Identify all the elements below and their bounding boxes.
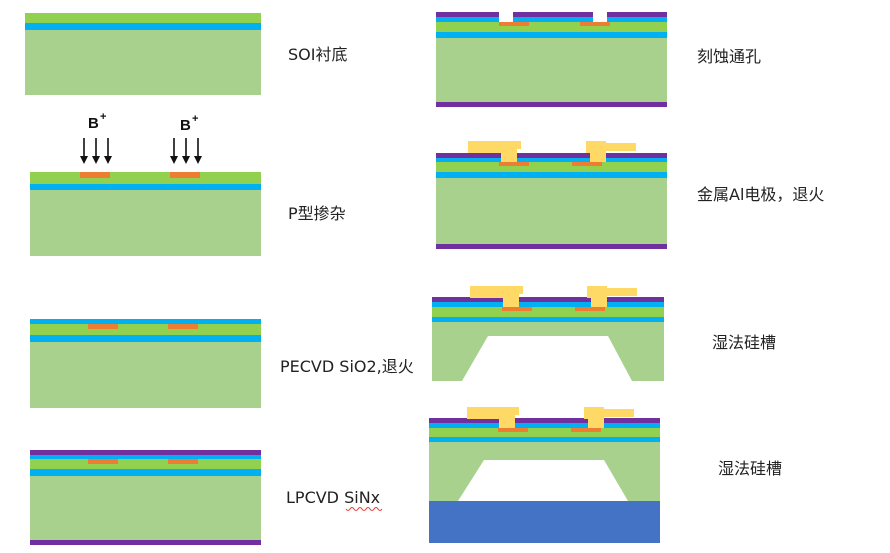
step-4-label: LPCVD SiNx (286, 488, 380, 507)
step-6-sinx-top (436, 153, 667, 158)
step-1-top-si (25, 13, 261, 23)
step-2-p-doping: B + B + (30, 111, 261, 256)
step-8-top-si (429, 428, 660, 437)
step-5-sinx-bottom (436, 102, 667, 107)
step-8-wet-si-trench-bonded (429, 407, 660, 543)
step-7-label: 湿法硅槽 (712, 333, 776, 352)
step-7-doped-region-left (502, 307, 532, 311)
step-7-sinx-top (432, 297, 664, 302)
step-5-top-si (436, 22, 667, 32)
step-5-doped-region-left (499, 22, 529, 26)
ion-charge-left: + (100, 111, 106, 123)
implant-arrows-left (80, 138, 112, 164)
implant-arrowhead (170, 156, 178, 164)
implant-arrowhead (104, 156, 112, 164)
ion-charge-right: + (192, 113, 198, 125)
step-1-buried-oxide (25, 23, 261, 30)
step-2-doped-region-left (80, 172, 110, 178)
step-8-buried-oxide (429, 437, 660, 442)
implant-arrowhead (80, 156, 88, 164)
step-4-lpcvd-sinx (30, 450, 261, 545)
step-6-top-si (436, 162, 667, 172)
step-7-substrate-trenched (432, 322, 664, 381)
step-3-doped-region-left (88, 324, 118, 329)
step-3-sio2-layer (30, 319, 261, 324)
step-3-pecvd-sio2 (30, 319, 261, 408)
step-6-doped-region-left (499, 162, 529, 166)
step-6-buried-oxide (436, 172, 667, 178)
step-5-sinx-top-right (607, 12, 667, 17)
ion-label-right: B (180, 117, 191, 134)
step-2-label: P型掺杂 (288, 204, 346, 223)
step-4-doped-region-left (88, 459, 118, 464)
step-4-sinx-top (30, 450, 261, 455)
step-8-al-electrode-right (584, 407, 634, 428)
step-6-sinx-bottom (436, 244, 667, 249)
step-4-substrate (30, 476, 261, 540)
step-5-label: 刻蚀通孔 (697, 47, 761, 66)
step-5-sio2-layer-mid (513, 17, 593, 22)
step-5-sio2-layer-left (436, 17, 499, 22)
implant-arrowhead (92, 156, 100, 164)
spellcheck-underline (345, 507, 383, 511)
implant-arrows-right (170, 138, 202, 164)
step-7-al-electrode-right (587, 286, 637, 307)
step-4-doped-region-right (168, 459, 198, 464)
step-5-substrate (436, 38, 667, 102)
step-8-doped-region-left (498, 428, 528, 432)
implant-arrowhead (182, 156, 190, 164)
step-6-al-electrodes (436, 141, 667, 249)
step-1-substrate (25, 30, 261, 95)
step-7-al-electrode-left (470, 286, 523, 307)
step-3-label: PECVD SiO2,退火 (280, 357, 414, 376)
step-5-sio2-layer-right (607, 17, 667, 22)
step-3-substrate (30, 342, 261, 408)
step-4-sinx-bottom (30, 540, 261, 545)
ion-label-left: B (88, 115, 99, 132)
step-7-wet-si-trench (432, 286, 664, 381)
step-1-soi-substrate (25, 13, 261, 95)
step-3-top-si (30, 324, 261, 335)
step-1-label: SOI衬底 (288, 45, 347, 64)
step-2-buried-oxide (30, 184, 261, 190)
step-5-sinx-top-left (436, 12, 499, 17)
step-4-sio2-layer (30, 455, 261, 459)
step-5-doped-region-right (580, 22, 610, 26)
step-6-doped-region-right (572, 162, 602, 166)
step-7-buried-oxide (432, 317, 664, 322)
step-4-buried-oxide (30, 469, 261, 476)
step-6-al-electrode-right (586, 141, 636, 162)
step-2-substrate (30, 190, 261, 256)
step-8-al-electrode-left (467, 407, 519, 428)
step-8-label: 湿法硅槽 (718, 459, 782, 478)
step-6-sio2-layer (436, 158, 667, 162)
step-6-al-electrode-left (468, 141, 521, 162)
step-6-label: 金属Al电极，退火 (697, 185, 824, 204)
step-8-sinx-top (429, 418, 660, 423)
step-6-substrate (436, 178, 667, 244)
step-5-buried-oxide (436, 32, 667, 38)
step-5-etch-via (436, 12, 667, 107)
step-3-buried-oxide (30, 335, 261, 342)
step-8-sio2-layer (429, 423, 660, 428)
step-5-sinx-top-mid (513, 12, 593, 17)
step-7-sio2-layer (432, 302, 664, 307)
step-2-doped-region-right (170, 172, 200, 178)
step-2-top-si (30, 172, 261, 184)
step-7-top-si (432, 307, 664, 317)
step-8-base-glass (429, 501, 660, 543)
step-7-doped-region-right (575, 307, 605, 311)
step-8-substrate-trenched (429, 442, 660, 501)
step-3-doped-region-right (168, 324, 198, 329)
implant-arrowhead (194, 156, 202, 164)
step-4-top-si (30, 459, 261, 469)
step-8-doped-region-right (571, 428, 601, 432)
